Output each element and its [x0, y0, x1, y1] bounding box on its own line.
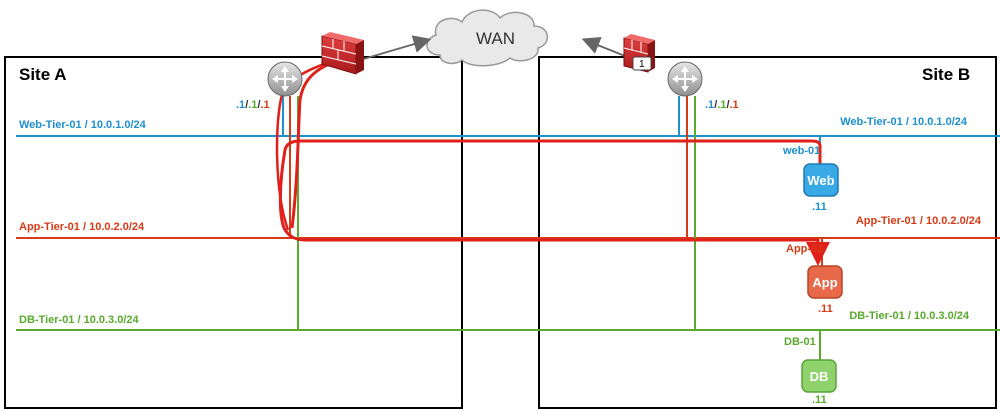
site-a-web-ip: .1 — [236, 99, 245, 111]
site-a-wan-link — [359, 35, 432, 61]
site-b-router-icon — [667, 61, 703, 97]
app-vm-label: App — [812, 275, 837, 290]
site-a-firewall-icon — [321, 32, 364, 75]
firewall-badge — [632, 56, 652, 71]
app-vm-ip: .11 — [818, 303, 833, 315]
site-b-app-segment-label: App-Tier-01 / 10.0.2.0/24 — [856, 215, 982, 227]
site-b-db-ip: .1 — [717, 99, 726, 111]
site-b-db-segment-label: DB-Tier-01 / 10.0.3.0/24 — [849, 310, 970, 322]
db-vm-ip: .11 — [812, 394, 827, 406]
traffic-path — [278, 139, 830, 266]
site-a-box — [4, 56, 463, 409]
db-vm-node[interactable] — [801, 359, 837, 393]
site-a-app-segment-label: App-Tier-01 / 10.0.2.0/24 — [19, 221, 145, 233]
site-a-web-segment-label: Web-Tier-01 / 10.0.1.0/24 — [19, 119, 147, 131]
site-b-firewall-icon: 1 — [623, 34, 655, 73]
web-vm-ip: .11 — [812, 201, 827, 213]
web-vm-name: web-01 — [782, 145, 820, 157]
wan-label: WAN — [476, 29, 515, 48]
db-vm-name: DB-01 — [784, 336, 816, 348]
web-vm-node[interactable] — [803, 163, 839, 197]
site-a-router-ips: .1/.1/.1 — [236, 99, 270, 111]
site-a-router-icon — [267, 61, 303, 97]
site-b-router-ips: .1/.1/.1 — [705, 99, 739, 111]
site-a-db-segment-label: DB-Tier-01 / 10.0.3.0/24 — [19, 314, 140, 326]
web-vm-label: Web — [807, 173, 834, 188]
site-b-app-ip: .1 — [730, 99, 739, 111]
site-a-db-ip: .1 — [248, 99, 257, 111]
site-b-web-ip: .1 — [705, 99, 714, 111]
traffic-path-loop — [275, 56, 343, 231]
wan-cloud-icon — [426, 9, 548, 67]
traffic-path-return — [290, 58, 341, 229]
site-b-web-segment-label: Web-Tier-01 / 10.0.1.0/24 — [840, 116, 968, 128]
app-vm-node[interactable] — [807, 265, 843, 299]
site-b-wan-link — [581, 36, 631, 59]
firewall-badge-label: 1 — [639, 59, 645, 70]
site-a-title: Site A — [19, 65, 67, 84]
site-a-app-ip: .1 — [261, 99, 270, 111]
site-b-title: Site B — [922, 65, 970, 84]
app-vm-name: App-01 — [786, 243, 823, 255]
db-vm-label: DB — [810, 369, 829, 384]
site-b-box — [538, 56, 997, 409]
